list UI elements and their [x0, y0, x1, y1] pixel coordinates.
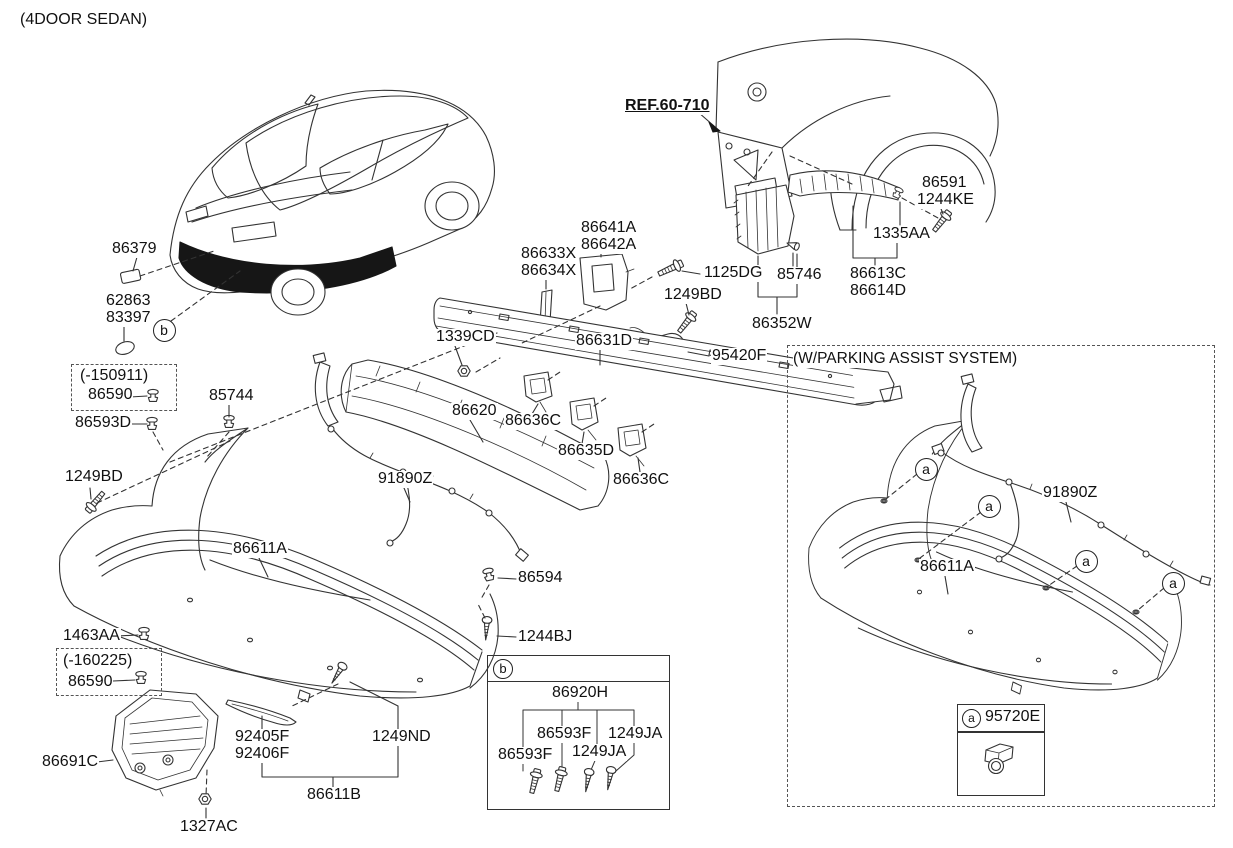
clip-86593d-icon	[146, 416, 158, 430]
part-label-86613c: 86613C	[849, 265, 908, 283]
part-art-86635d	[569, 397, 599, 441]
page-title: (4DOOR SEDAN)	[20, 11, 148, 28]
sensor-box-header: a 95720E	[958, 705, 1044, 733]
car-illustration	[169, 89, 495, 316]
note-box-160225: (-160225) 86590	[56, 648, 162, 696]
part-label-86611b: 86611B	[306, 786, 362, 804]
bolt-1249bd-mid-icon	[673, 308, 700, 337]
part-label-91890z-right: 91890Z	[1042, 484, 1099, 502]
part-label-86593f-2: 86593F	[536, 725, 593, 743]
callout-marker-a-3: a	[1074, 549, 1098, 573]
bolt-1125dg-icon	[655, 256, 686, 281]
note-box-150911: (-150911) 86590	[71, 364, 177, 411]
screw-1249nd-icon	[327, 660, 349, 687]
part-label-1327ac: 1327AC	[179, 818, 239, 836]
part-label-85746: 85746	[776, 266, 823, 284]
part-label-1249bd-mid: 1249BD	[663, 286, 723, 304]
part-label-62863: 62863	[105, 292, 152, 310]
parking-assist-box-title: (W/PARKING ASSIST SYSTEM)	[793, 350, 1018, 368]
part-label-1249ja-1: 1249JA	[571, 743, 628, 761]
clip-86594-icon	[481, 566, 496, 582]
quarter-panel-illustration	[715, 38, 999, 231]
part-art-91890z-right	[931, 373, 1212, 586]
part-label-86636c-2: 86636C	[612, 471, 671, 489]
part-label-86593d: 86593D	[74, 414, 133, 432]
part-label-1125dg: 1125DG	[703, 264, 764, 282]
part-label-86635d: 86635D	[557, 442, 616, 460]
callout-marker-a-4: a	[1161, 571, 1185, 595]
part-label-92406f: 92406F	[234, 745, 291, 763]
part-label-86691c: 86691C	[41, 753, 100, 771]
part-label-86633x: 86633X	[520, 245, 578, 263]
part-label-86920h: 86920H	[551, 684, 610, 702]
part-label-1249ja-2: 1249JA	[607, 725, 664, 743]
parking-sensor-icon	[984, 743, 1014, 775]
part-art-86636c-1	[523, 371, 553, 413]
part-62863-art	[115, 341, 135, 355]
part-label-86611a-right: 86611A	[919, 558, 975, 576]
ref-arrowhead	[708, 121, 721, 133]
part-label-86620: 86620	[451, 402, 498, 420]
clip-1463aa-icon	[138, 626, 150, 640]
part-art-91890z-left	[312, 352, 529, 562]
part-label-1463aa: 1463AA	[62, 627, 121, 645]
part-art-86691c	[111, 689, 219, 797]
part-label-86379: 86379	[111, 240, 158, 258]
ref-link-60-710[interactable]: REF.60-710	[624, 97, 711, 115]
part-label-86593f-1: 86593F	[497, 746, 554, 764]
part-label-86631d: 86631D	[575, 332, 634, 350]
part-art-86641a	[579, 253, 635, 311]
part-label-85744: 85744	[208, 387, 255, 405]
part-label-86614d: 86614D	[849, 282, 908, 300]
part-label-1244bj: 1244BJ	[517, 628, 574, 646]
part-label-86636c-1: 86636C	[504, 412, 563, 430]
callout-marker-a-1: a	[914, 457, 938, 481]
part-label-1249nd: 1249ND	[371, 728, 432, 746]
part-label-92405f: 92405F	[234, 728, 291, 746]
part-label-86642a: 86642A	[580, 236, 638, 254]
hardware-kit-marker-b: b	[493, 659, 513, 679]
callout-marker-b-0: b	[152, 318, 176, 342]
part-label-1335aa: 1335AA	[872, 225, 931, 243]
part-label-95420f: 95420F	[711, 347, 768, 365]
part-art-86636c-2	[617, 423, 647, 467]
nut-1339cd-icon	[457, 365, 471, 377]
part-art-86352w	[733, 184, 795, 255]
bolt-1249bd-left-icon	[82, 488, 109, 516]
part-label-86611a-left: 86611A	[232, 540, 288, 558]
screw-1244bj-icon	[480, 615, 493, 641]
part-86379-art	[119, 268, 142, 284]
hardware-kit-box: b	[487, 655, 670, 810]
note-box-150911-part: 86590	[88, 386, 133, 404]
part-label-1249bd-left: 1249BD	[64, 468, 124, 486]
part-label-1244ke: 1244KE	[916, 191, 975, 209]
part-label-86594: 86594	[517, 569, 564, 587]
part-label-91890z-left: 91890Z	[377, 470, 434, 488]
callout-marker-a-2: a	[977, 494, 1001, 518]
note-box-160225-part: 86590	[68, 673, 113, 691]
part-label-86641a: 86641A	[580, 219, 638, 237]
note-box-160225-title: (-160225)	[63, 652, 133, 669]
part-label-86352w: 86352W	[751, 315, 813, 333]
part-label-83397: 83397	[105, 309, 152, 327]
sensor-box-marker-a: a	[962, 709, 981, 728]
part-label-86634x: 86634X	[520, 262, 578, 280]
part-label-1339cd: 1339CD	[435, 328, 496, 346]
sensor-box-95720e: a 95720E	[957, 704, 1045, 796]
hardware-kit-box-header: b	[488, 656, 669, 682]
part-art-86620	[340, 359, 610, 511]
part-art-86631d	[433, 297, 903, 406]
sensor-box-part-number: 95720E	[985, 708, 1041, 725]
nut-1327ac-icon	[198, 793, 212, 805]
part-label-86591: 86591	[921, 174, 968, 192]
part-art-92405f	[225, 699, 297, 726]
parking-assist-box: (W/PARKING ASSIST SYSTEM)	[787, 345, 1215, 807]
note-box-150911-title: (-150911)	[80, 367, 149, 384]
part-art-86613c	[787, 170, 901, 201]
